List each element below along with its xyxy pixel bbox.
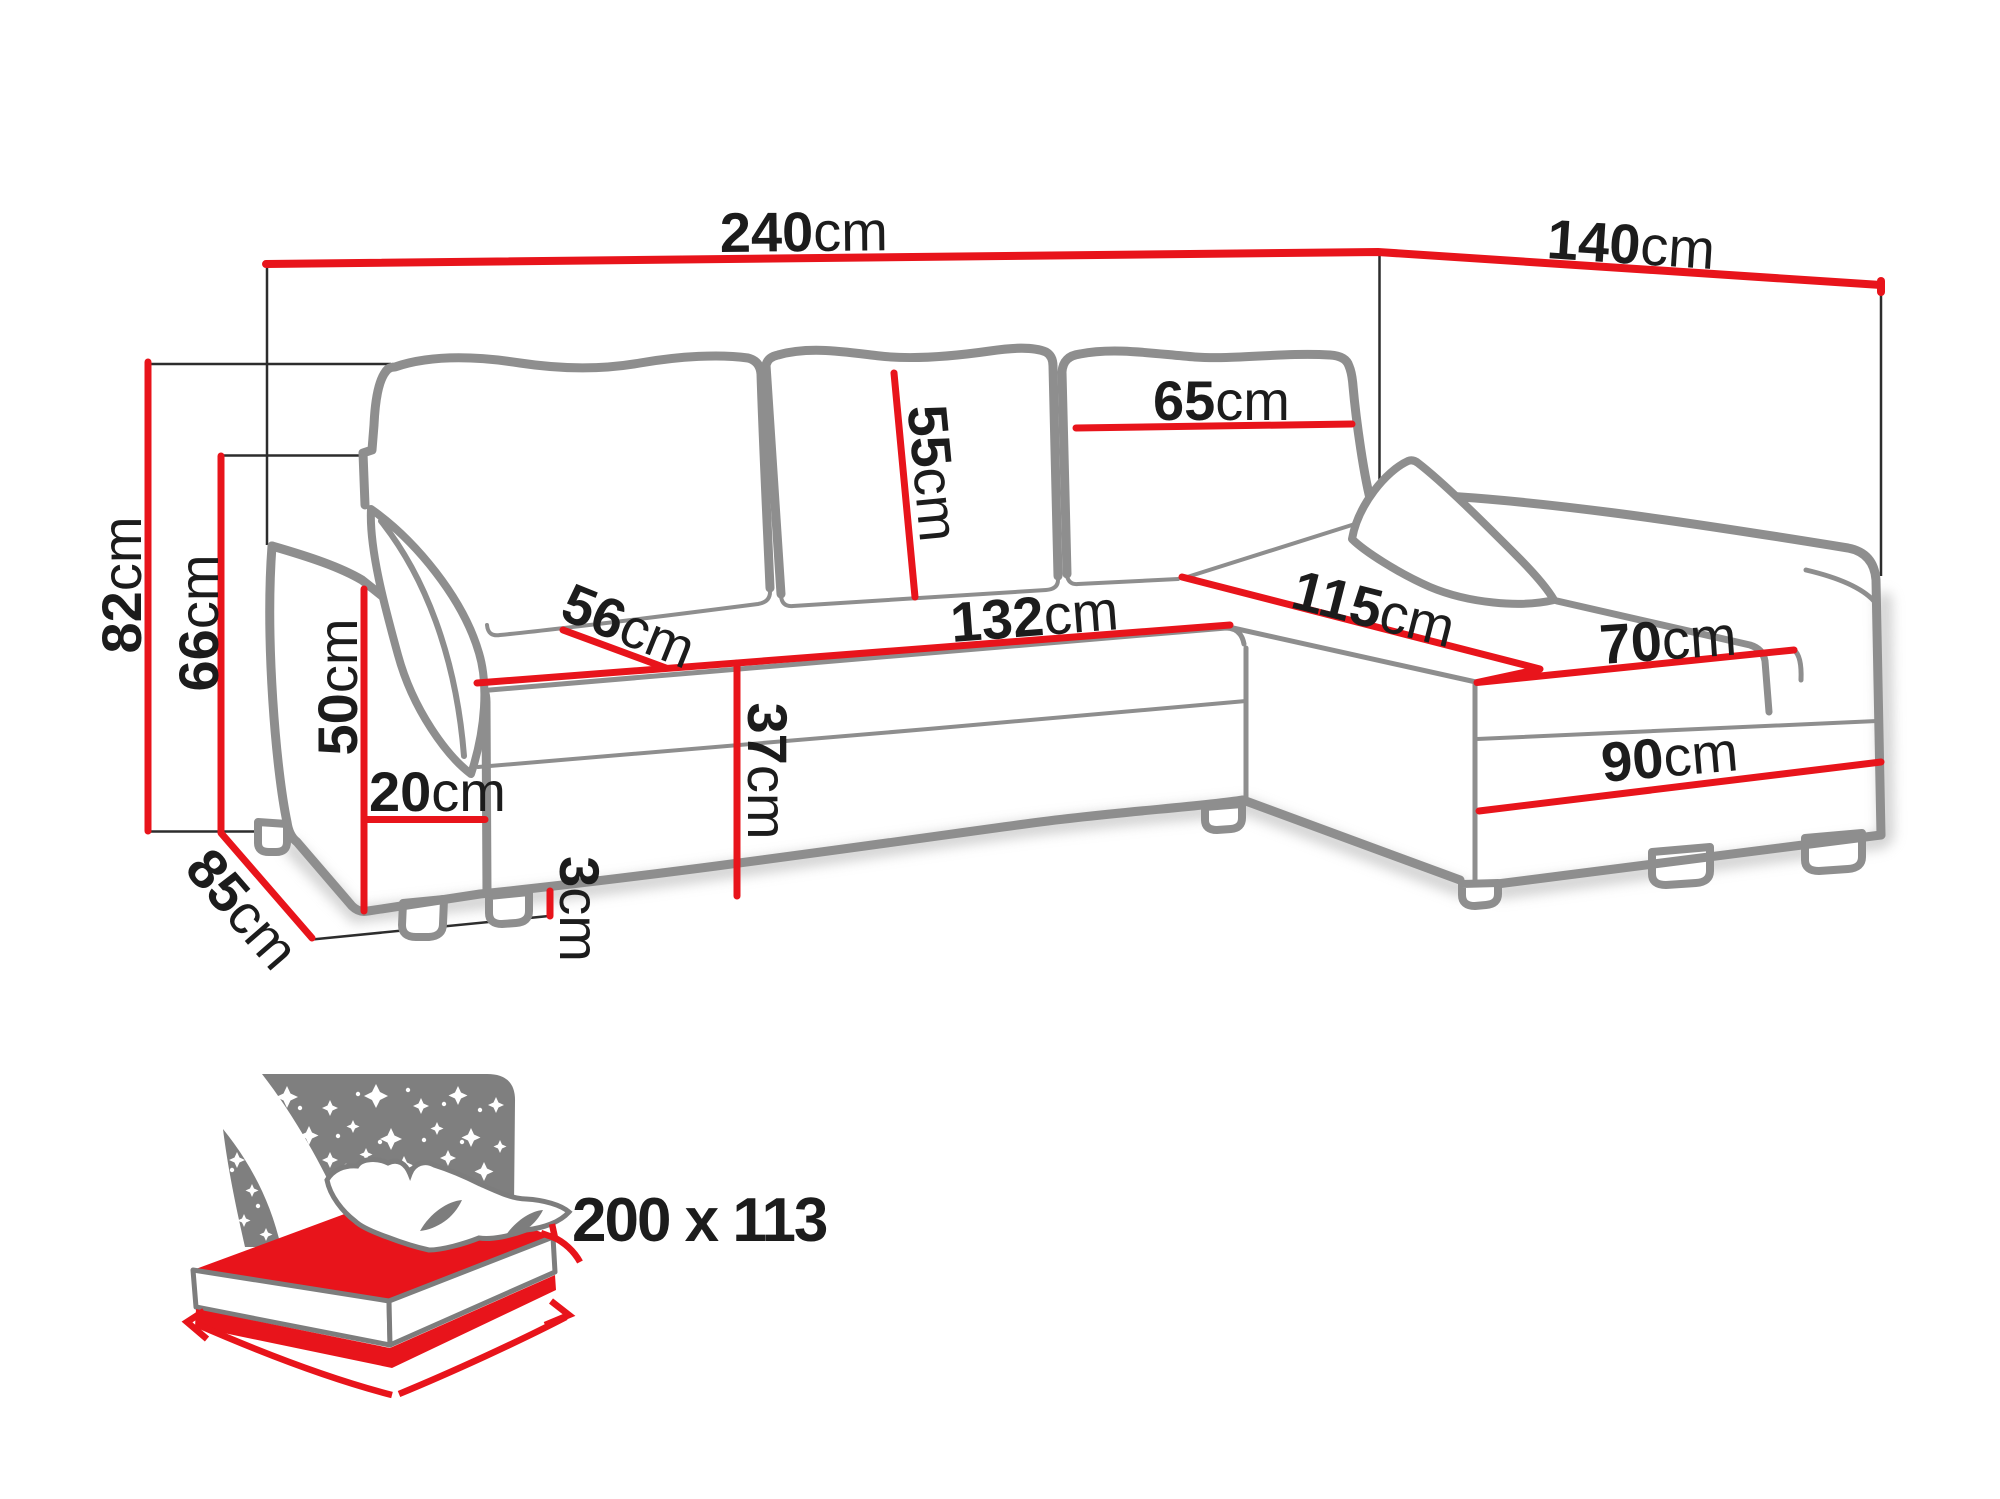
svg-text:240cm: 240cm <box>719 199 888 264</box>
svg-text:55cm: 55cm <box>896 402 972 544</box>
svg-text:50cm: 50cm <box>306 619 369 756</box>
svg-text:65cm: 65cm <box>1153 369 1290 432</box>
svg-text:70cm: 70cm <box>1597 604 1738 676</box>
svg-text:82cm: 82cm <box>90 517 153 654</box>
svg-text:3cm: 3cm <box>548 856 611 962</box>
svg-text:200 x 113: 200 x 113 <box>572 1186 827 1255</box>
svg-text:140cm: 140cm <box>1545 207 1717 281</box>
svg-text:37cm: 37cm <box>736 703 799 840</box>
svg-text:20cm: 20cm <box>369 760 506 823</box>
svg-text:66cm: 66cm <box>167 555 230 692</box>
svg-text:90cm: 90cm <box>1599 719 1741 794</box>
svg-text:132cm: 132cm <box>948 578 1120 654</box>
